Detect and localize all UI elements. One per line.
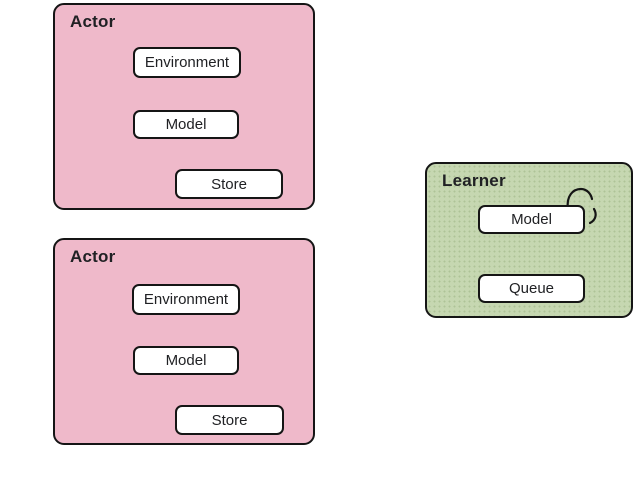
self-loop-arrow-icon [566,187,597,225]
actor-panel-2: Actor Environment Model Store [53,238,315,445]
actor-panel-1-title: Actor [70,12,116,31]
node-model: Model [133,110,239,139]
node-queue: Queue [478,274,585,303]
node-model: Model [478,205,585,234]
actor-panel-2-title: Actor [70,247,116,266]
learner-panel: Learner Model Queue [425,162,633,318]
node-model: Model [133,346,239,375]
learner-panel-title: Learner [442,171,506,190]
node-store: Store [175,405,284,435]
node-store: Store [175,169,283,199]
node-environment: Environment [132,284,240,315]
node-environment: Environment [133,47,241,78]
actor-panel-1: Actor Environment Model Store [53,3,315,210]
